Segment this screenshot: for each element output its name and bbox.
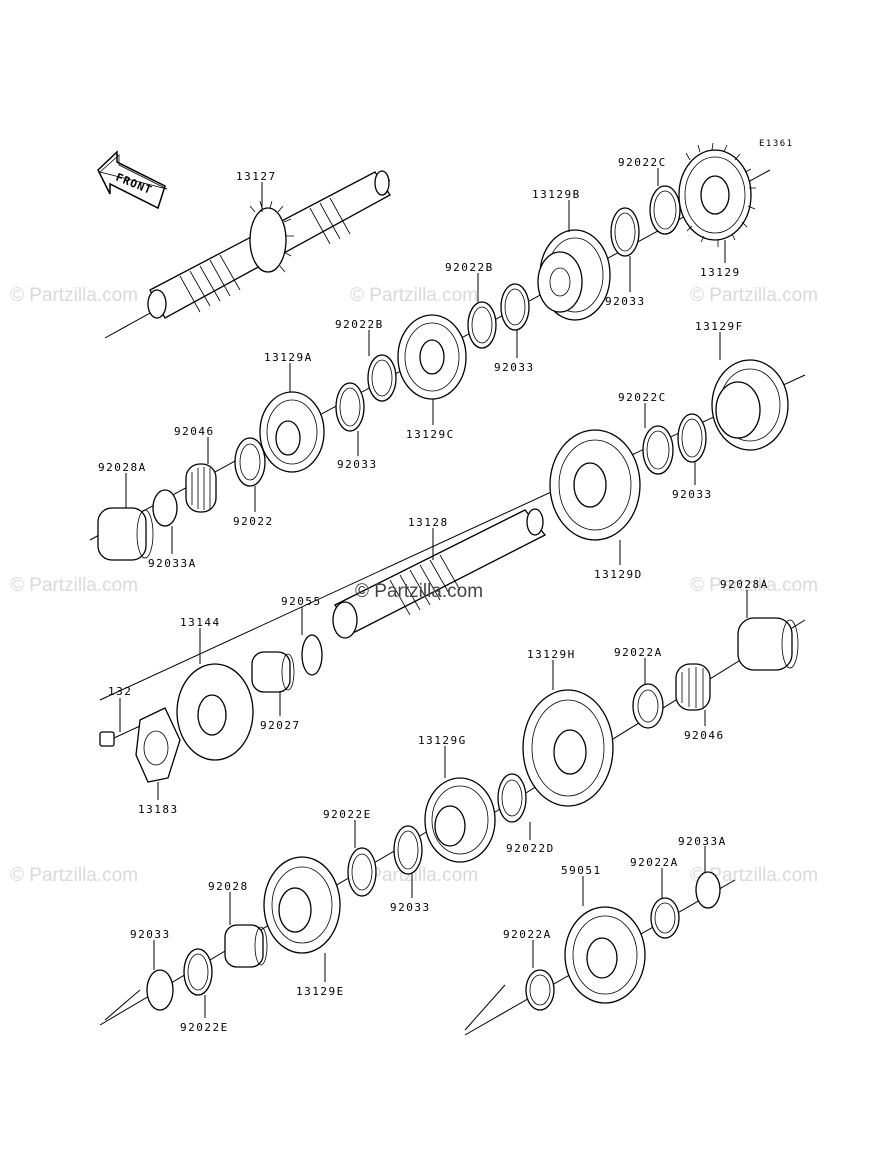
part-label-92028a[interactable]: 92028A xyxy=(98,461,147,474)
part-label-13129a[interactable]: 13129A xyxy=(264,351,313,364)
part-label-13144[interactable]: 13144 xyxy=(180,616,221,629)
part-label-92033[interactable]: 92033 xyxy=(390,901,431,914)
part-label-13129e[interactable]: 13129E xyxy=(296,985,345,998)
watermark-text: © Partzilla.com xyxy=(690,575,818,596)
leader-lines xyxy=(119,168,748,1018)
part-label-92022b[interactable]: 92022B xyxy=(335,318,384,331)
gear-13129b[interactable] xyxy=(537,229,611,321)
circlip-92033a-left[interactable] xyxy=(152,489,178,527)
watermarks: © Partzilla.com © Partzilla.com © Partzi… xyxy=(10,285,818,886)
circlip-92033-upper[interactable] xyxy=(467,301,497,349)
circlip-92033a-right[interactable] xyxy=(695,871,721,909)
watermark-text: © Partzilla.com xyxy=(355,581,483,602)
circlip-92033-lower[interactable] xyxy=(393,825,423,875)
part-label-92033[interactable]: 92033 xyxy=(605,295,646,308)
ring-92022a-bottom[interactable] xyxy=(525,969,555,1011)
ring-92022e-upper[interactable] xyxy=(347,847,377,897)
gear-59051[interactable] xyxy=(564,906,646,1004)
part-label-92033[interactable]: 92033 xyxy=(337,458,378,471)
watermark-text: © Partzilla.com xyxy=(690,285,818,306)
ring-92022a-upper[interactable] xyxy=(632,683,664,729)
gear-13129g[interactable] xyxy=(424,777,496,863)
part-label-92033a[interactable]: 92033A xyxy=(678,835,727,848)
diagram-code: E1361 xyxy=(759,139,794,149)
part-labels: 13127 92022C 13129 13129B 92033 92022B 9… xyxy=(98,156,769,1034)
part-label-92022a[interactable]: 92022A xyxy=(614,646,663,659)
part-label-92022a[interactable]: 92022A xyxy=(630,856,679,869)
collar-92027[interactable] xyxy=(251,651,295,693)
bushing-92028[interactable] xyxy=(224,924,268,968)
bushing-92028a-left[interactable] xyxy=(97,507,154,561)
needle-bearing-92046-lower[interactable] xyxy=(675,663,711,711)
output-shaft-13128[interactable]: © Partzilla.com xyxy=(332,508,547,639)
part-label-92033a[interactable]: 92033A xyxy=(148,557,197,570)
gear-13129[interactable] xyxy=(678,142,756,247)
part-label-92033[interactable]: 92033 xyxy=(130,928,171,941)
part-label-92046[interactable]: 92046 xyxy=(684,729,725,742)
part-label-92022c[interactable]: 92022C xyxy=(618,391,667,404)
bolt-132[interactable] xyxy=(99,725,141,747)
gear-13129a[interactable] xyxy=(259,391,325,473)
bushing-92028a-right[interactable] xyxy=(737,617,799,671)
watermark-text: © Partzilla.com xyxy=(690,865,818,886)
ring-92022c-lower[interactable] xyxy=(642,425,674,475)
o-ring-92055[interactable] xyxy=(301,634,323,676)
ring-92022b-upper[interactable] xyxy=(500,283,530,331)
front-arrow-icon: FRONT xyxy=(97,150,168,210)
part-label-92022b[interactable]: 92022B xyxy=(445,261,494,274)
watermark-text: © Partzilla.com xyxy=(10,575,138,596)
part-label-92055[interactable]: 92055 xyxy=(281,595,322,608)
watermark-text: © Partzilla.com xyxy=(10,865,138,886)
circlip-92033-top[interactable] xyxy=(610,207,640,257)
circlip-92033-right[interactable] xyxy=(677,413,707,463)
part-label-92046[interactable]: 92046 xyxy=(174,425,215,438)
lock-plate-13183[interactable] xyxy=(135,707,181,783)
ring-92022d[interactable] xyxy=(497,773,527,823)
part-label-92022d[interactable]: 92022D xyxy=(506,842,555,855)
watermark-text: © Partzilla.com xyxy=(350,285,478,306)
part-label-92022e[interactable]: 92022E xyxy=(323,808,372,821)
gear-13129e[interactable] xyxy=(263,856,341,954)
part-label-13128[interactable]: 13128 xyxy=(408,516,449,529)
part-label-92022a[interactable]: 92022A xyxy=(503,928,552,941)
part-label-92022[interactable]: 92022 xyxy=(233,515,274,528)
gear-13129c[interactable] xyxy=(397,314,467,400)
part-label-13129[interactable]: 13129 xyxy=(700,266,741,279)
ring-92022c-top[interactable] xyxy=(649,185,681,235)
part-label-92028[interactable]: 92028 xyxy=(208,880,249,893)
ring-92022e-lower[interactable] xyxy=(183,948,213,996)
ring-92022[interactable] xyxy=(234,437,266,487)
part-label-13129d[interactable]: 13129D xyxy=(594,568,643,581)
part-label-92022e[interactable]: 92022E xyxy=(180,1021,229,1034)
part-label-13129b[interactable]: 13129B xyxy=(532,188,581,201)
ring-92022b-lower[interactable] xyxy=(367,354,397,402)
circlip-92033-bottom[interactable] xyxy=(146,969,174,1011)
part-label-59051[interactable]: 59051 xyxy=(561,864,602,877)
part-label-13129g[interactable]: 13129G xyxy=(418,734,467,747)
gear-13129d[interactable] xyxy=(549,429,641,541)
watermark-text: © Partzilla.com xyxy=(350,865,478,886)
part-label-92027[interactable]: 92027 xyxy=(260,719,301,732)
part-label-13127[interactable]: 13127 xyxy=(236,170,277,183)
part-label-92022c[interactable]: 92022C xyxy=(618,156,667,169)
part-label-92033[interactable]: 92033 xyxy=(494,361,535,374)
part-label-13129h[interactable]: 13129H xyxy=(527,648,576,661)
part-label-13183[interactable]: 13183 xyxy=(138,803,179,816)
part-label-92028a[interactable]: 92028A xyxy=(720,578,769,591)
main-shaft-13127[interactable] xyxy=(147,170,391,319)
part-label-13129f[interactable]: 13129F xyxy=(695,320,744,333)
needle-bearing-92046-upper[interactable] xyxy=(185,463,217,513)
gear-13129h[interactable] xyxy=(522,689,614,807)
sprocket-13144[interactable] xyxy=(176,663,254,761)
gear-13129f[interactable] xyxy=(711,359,789,451)
circlip-92033-mid[interactable] xyxy=(335,382,365,432)
part-label-132[interactable]: 132 xyxy=(108,685,132,698)
part-label-13129c[interactable]: 13129C xyxy=(406,428,455,441)
part-label-92033[interactable]: 92033 xyxy=(672,488,713,501)
watermark-text: © Partzilla.com xyxy=(10,285,138,306)
ring-92022a-mid[interactable] xyxy=(650,897,680,939)
